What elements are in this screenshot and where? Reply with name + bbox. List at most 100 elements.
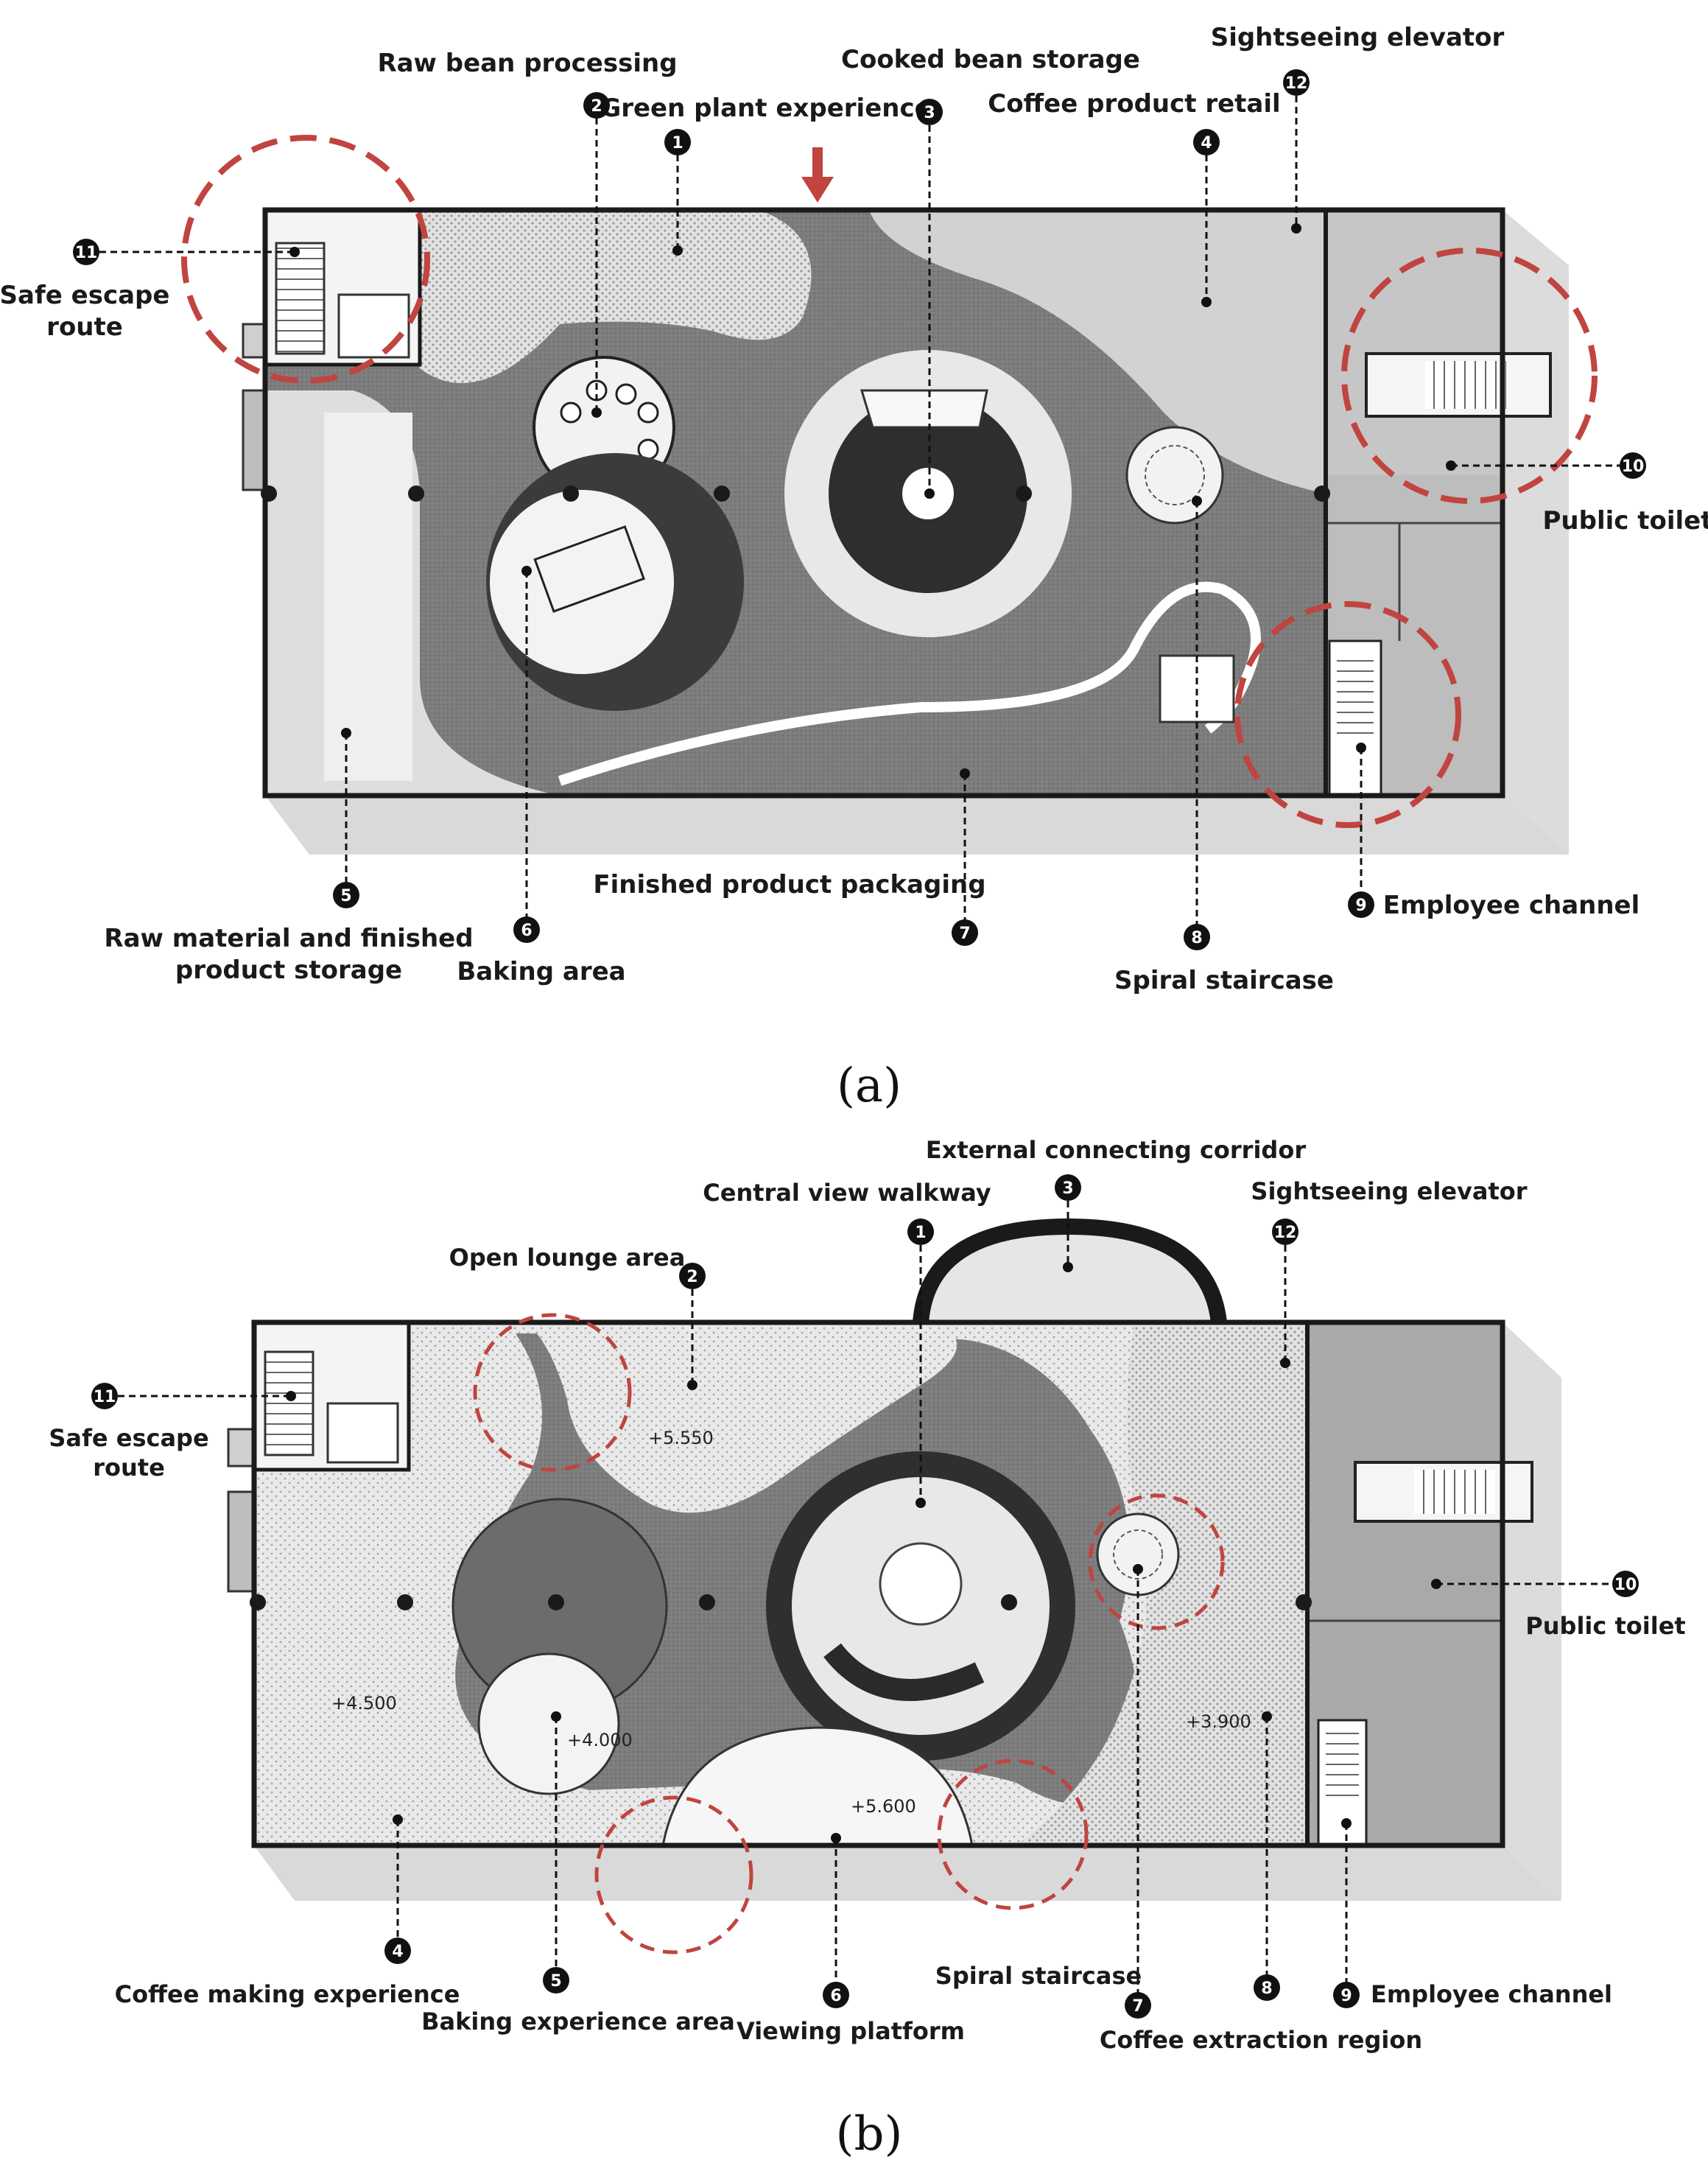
elevation-b-baking: +4.000 <box>567 1730 633 1750</box>
label-b-employee: Employee channel <box>1371 1980 1612 2008</box>
marker-a-1 <box>664 129 691 155</box>
columns-a <box>261 485 1330 502</box>
marker-b-6 <box>823 1982 849 2008</box>
marker-a-3 <box>916 99 943 125</box>
svg-text:8: 8 <box>1191 929 1202 947</box>
marker-a-8 <box>1184 924 1210 950</box>
svg-text:6: 6 <box>830 1987 841 2005</box>
label-b-spiral: Spiral staircase <box>935 1962 1142 1990</box>
svg-text:7: 7 <box>1132 1997 1143 2016</box>
marker-a-7 <box>952 919 978 946</box>
svg-text:10: 10 <box>1614 1576 1637 1594</box>
marker-b-7 <box>1125 1992 1151 2019</box>
plan-a-outer-wall <box>262 207 1505 799</box>
svg-text:9: 9 <box>1340 1987 1352 2005</box>
svg-text:5: 5 <box>340 887 351 905</box>
label-a-employee: Employee channel <box>1383 891 1640 920</box>
highlight-circle-b4 <box>937 1759 1089 1910</box>
plan-a-shadow <box>265 796 1569 855</box>
label-b-toilet: Public toilet <box>1525 1612 1685 1640</box>
label-a-escape-2: route <box>46 312 123 342</box>
elevation-b-lounge: +5.550 <box>648 1428 714 1448</box>
svg-text:9: 9 <box>1355 897 1366 915</box>
marker-a-10 <box>1620 452 1646 479</box>
retail-area-a <box>869 210 1326 494</box>
highlight-circle-a1 <box>181 135 430 384</box>
plan-b: +5.550 +4.500 +4.000 +5.600 +3.900 1 Cen… <box>49 1136 1685 2161</box>
svg-text:2: 2 <box>686 1268 697 1286</box>
highlight-circle-a3 <box>1234 601 1461 828</box>
svg-text:10: 10 <box>1622 457 1645 476</box>
label-b-escape-2: route <box>93 1454 165 1482</box>
svg-text:7: 7 <box>959 925 970 943</box>
label-b-escape-1: Safe escape <box>49 1424 208 1452</box>
svg-text:4: 4 <box>1201 134 1212 152</box>
svg-text:3: 3 <box>924 104 935 122</box>
marker-b-4 <box>384 1938 411 1964</box>
svg-text:5: 5 <box>550 1972 561 1991</box>
caption-a: (a) <box>837 1059 902 1113</box>
label-b-platform: Viewing platform <box>737 2017 965 2045</box>
svg-text:2: 2 <box>591 97 602 116</box>
label-b-corridor: External connecting corridor <box>926 1136 1306 1164</box>
green-plant-area-a <box>420 210 812 383</box>
label-a-spiral: Spiral staircase <box>1114 966 1334 995</box>
label-b-elevator: Sightseeing elevator <box>1251 1177 1527 1205</box>
marker-b-5 <box>543 1967 569 1994</box>
svg-text:1: 1 <box>672 134 683 152</box>
marker-a-6 <box>513 916 540 943</box>
lounge-area-b <box>530 1326 957 1513</box>
marker-b-2 <box>679 1263 706 1289</box>
label-b-walkway: Central view walkway <box>703 1179 991 1207</box>
svg-text:3: 3 <box>1062 1179 1073 1198</box>
marker-b-8 <box>1254 1974 1280 2001</box>
label-a-baking: Baking area <box>457 957 625 986</box>
label-a-cooked-bean: Cooked bean storage <box>841 45 1140 74</box>
label-a-coffee-retail: Coffee product retail <box>988 89 1280 119</box>
elevation-b-making: +4.500 <box>331 1693 397 1714</box>
external-corridor-b <box>913 1218 1227 1324</box>
side-box-a1 <box>242 323 267 359</box>
escape-room-a <box>337 293 410 359</box>
plan-b-shadow <box>254 1845 1561 1901</box>
marker-a-9 <box>1348 891 1374 918</box>
storage-inner-a <box>324 413 412 781</box>
elevation-b-platform: +5.600 <box>851 1796 916 1817</box>
svg-text:1: 1 <box>915 1224 926 1242</box>
svg-text:8: 8 <box>1261 1980 1272 1998</box>
svg-text:11: 11 <box>75 244 98 262</box>
spiral-stair-a <box>1125 426 1224 525</box>
label-a-toilet: Public toilet <box>1543 506 1708 536</box>
label-a-green-plant: Green plant experience <box>600 94 931 123</box>
highlight-circle-b2 <box>1088 1493 1225 1630</box>
baking-area-b <box>477 1652 620 1795</box>
svg-text:12: 12 <box>1285 74 1308 93</box>
svg-text:6: 6 <box>521 922 532 940</box>
svg-text:12: 12 <box>1274 1224 1297 1242</box>
label-a-escape-1: Safe escape <box>0 281 169 310</box>
marker-a-12 <box>1283 69 1310 96</box>
label-a-raw-bean: Raw bean processing <box>377 49 677 78</box>
marker-b-10 <box>1612 1571 1639 1597</box>
marker-a-2 <box>583 92 610 119</box>
marker-b-11 <box>91 1383 118 1409</box>
label-b-baking: Baking experience area <box>421 2008 735 2036</box>
elevation-b-extraction: +3.900 <box>1186 1711 1251 1732</box>
marker-b-12 <box>1272 1219 1298 1245</box>
marker-b-3 <box>1055 1174 1081 1201</box>
marker-b-1 <box>907 1219 934 1245</box>
highlight-circle-b1 <box>473 1313 632 1472</box>
marker-a-5 <box>333 882 359 908</box>
plan-a: 1 Green plant experience 2 Raw bean proc… <box>0 23 1708 1113</box>
escape-stair-a <box>275 242 326 355</box>
label-a-packaging: Finished product packaging <box>593 870 985 900</box>
highlight-circle-a2 <box>1341 248 1598 504</box>
marker-a-4 <box>1193 129 1220 155</box>
label-a-storage-1: Raw material and finished <box>104 924 473 953</box>
label-a-storage-2: product storage <box>175 955 402 985</box>
side-box-a2 <box>242 389 267 491</box>
entrance-arrow-icon <box>801 147 834 203</box>
label-a-elevator: Sightseeing elevator <box>1211 23 1505 52</box>
baking-area-a <box>490 490 674 674</box>
